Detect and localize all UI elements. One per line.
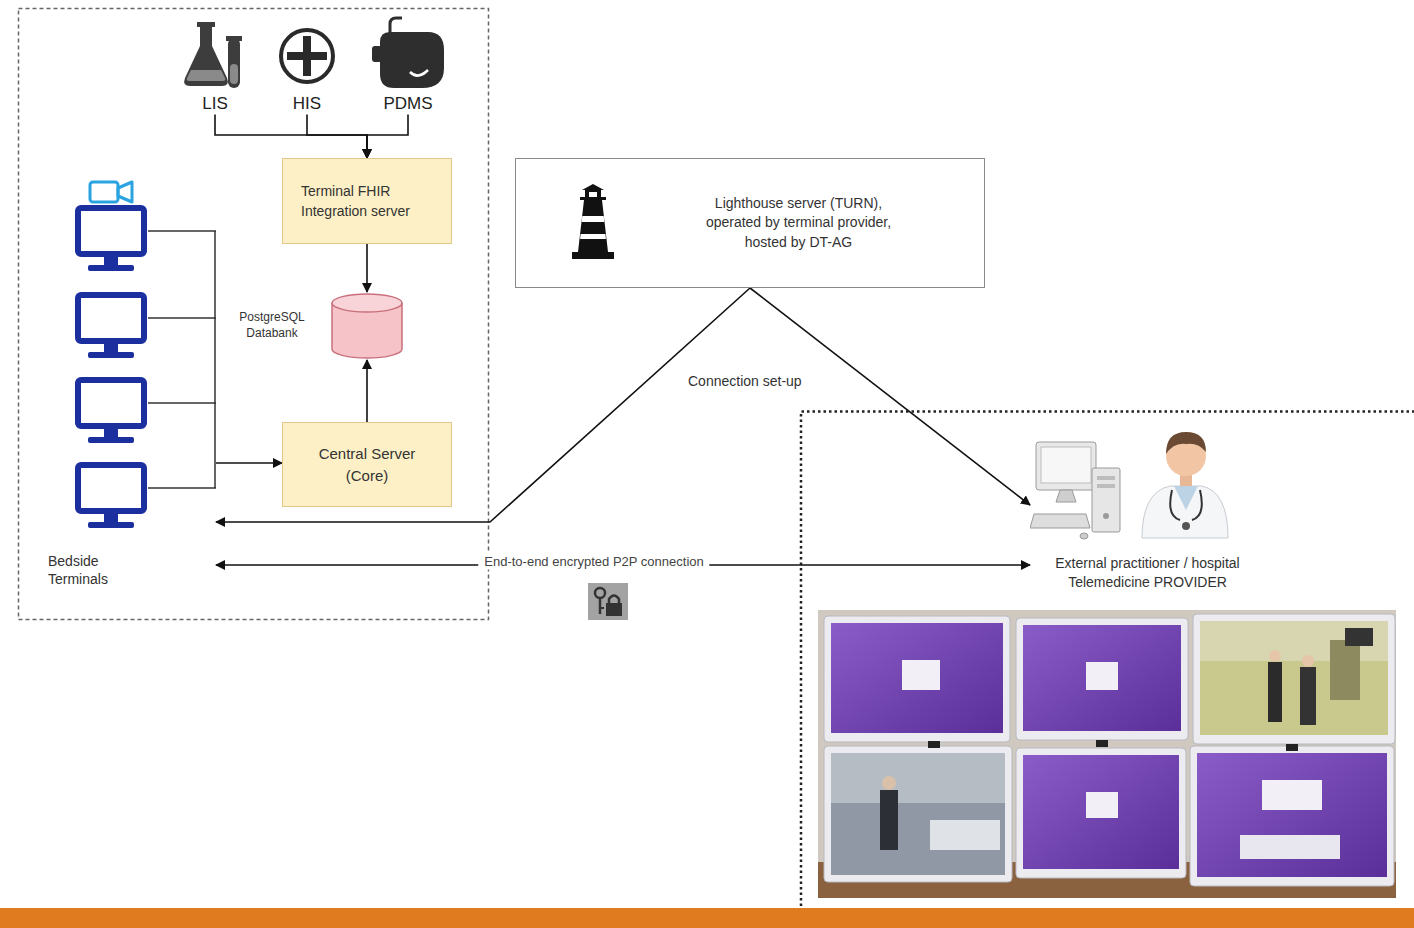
connector xyxy=(216,288,750,522)
connector xyxy=(367,114,408,158)
bedside-monitor-icons xyxy=(44,176,216,552)
connector xyxy=(307,114,367,158)
connection-note: Connection set-up xyxy=(688,373,802,389)
box-label: Central Server (Core) xyxy=(305,443,430,487)
patient-data-icon xyxy=(366,16,450,92)
process-box: Terminal FHIR Integration server xyxy=(282,158,452,244)
footer-bar xyxy=(0,908,1414,928)
provider-icons xyxy=(1030,420,1265,554)
connector xyxy=(366,244,368,292)
connector xyxy=(750,288,1030,505)
edge-label: End-to-end encrypted P2P connection xyxy=(478,553,709,570)
system-icon: LIS xyxy=(180,16,250,114)
provider-group: External practitioner / hospital Telemed… xyxy=(1030,420,1265,600)
group-label: Bedside Terminals xyxy=(48,552,124,588)
system-label: HIS xyxy=(293,94,321,114)
lighthouse-icon xyxy=(568,184,618,262)
lab-flask-icon xyxy=(182,16,248,92)
database-node: PostgreSQL Databank xyxy=(232,292,404,360)
process-box: Central Server (Core) xyxy=(282,422,452,507)
database-cylinder-icon xyxy=(330,292,404,360)
system-label: LIS xyxy=(202,94,228,114)
group-label: External practitioner / hospital Telemed… xyxy=(1030,554,1265,592)
workstation-photo xyxy=(818,610,1396,898)
database-label: PostgreSQL Databank xyxy=(232,310,312,341)
lock-icon xyxy=(588,583,628,620)
provider-boundary xyxy=(801,412,1414,928)
hospital-cross-icon xyxy=(274,16,340,92)
system-icon: PDMS xyxy=(366,16,450,114)
terminal-group: Bedside Terminals xyxy=(44,176,216,592)
box-label: Lighthouse server (TURN), operated by te… xyxy=(696,194,901,253)
connector xyxy=(216,462,282,464)
system-label: PDMS xyxy=(383,94,432,114)
connector xyxy=(215,114,367,158)
box-label: Terminal FHIR Integration server xyxy=(301,181,437,222)
connector xyxy=(366,360,368,422)
hospital-boundary xyxy=(19,9,489,620)
system-icon: HIS xyxy=(274,16,340,114)
server-box: Lighthouse server (TURN), operated by te… xyxy=(515,158,985,288)
